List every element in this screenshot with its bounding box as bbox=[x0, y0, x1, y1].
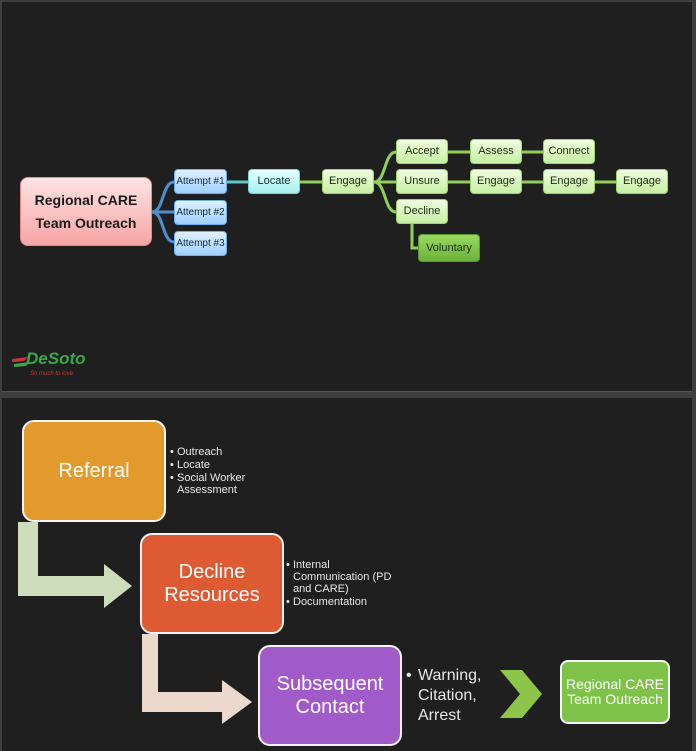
unsure-engage-1-node: Engage bbox=[470, 169, 522, 194]
bullet: Warning, Citation, Arrest bbox=[406, 666, 504, 726]
bullet: Social Worker Assessment bbox=[170, 472, 280, 496]
bullet: Locate bbox=[170, 459, 280, 471]
attempt-3-label: Attempt #3 bbox=[176, 237, 225, 249]
assess-node: Assess bbox=[470, 139, 522, 164]
unsure-label: Unsure bbox=[404, 175, 440, 188]
root-label: Regional CARE Team Outreach bbox=[34, 192, 138, 231]
bullet: Internal Communication (PD and CARE) bbox=[286, 559, 406, 595]
voluntary-label: Voluntary bbox=[426, 241, 472, 254]
engage-label: Engage bbox=[329, 175, 367, 188]
locate-node: Locate bbox=[248, 169, 300, 194]
referral-box: Referral bbox=[22, 420, 166, 522]
unsure-engage-3-label: Engage bbox=[623, 175, 661, 188]
bullet: Outreach bbox=[170, 446, 280, 458]
decline-resources-box: Decline Resources bbox=[140, 533, 284, 634]
decline-label: Decline bbox=[403, 205, 441, 218]
attempt-1-node: Attempt #1 bbox=[174, 169, 227, 194]
voluntary-node: Voluntary bbox=[418, 234, 480, 262]
attempt-2-node: Attempt #2 bbox=[174, 200, 227, 225]
accept-label: Accept bbox=[405, 145, 439, 158]
subsequent-contact-box: Subsequent Contact bbox=[258, 645, 402, 746]
unsure-engage-1-label: Engage bbox=[477, 175, 515, 188]
decline-bullets: Internal Communication (PD and CARE) Doc… bbox=[286, 559, 406, 609]
connect-node: Connect bbox=[543, 139, 595, 164]
connect-label: Connect bbox=[548, 145, 590, 158]
decline-resources-label: Decline Resources bbox=[164, 560, 260, 606]
logo-tagline: So much to love bbox=[30, 371, 74, 377]
engage-node: Engage bbox=[322, 169, 374, 194]
referral-label: Referral bbox=[58, 459, 130, 482]
unsure-engage-3-node: Engage bbox=[616, 169, 668, 194]
attempt-1-label: Attempt #1 bbox=[176, 175, 225, 187]
step-arrows bbox=[18, 522, 542, 724]
accept-node: Accept bbox=[396, 139, 448, 164]
root-node: Regional CARE Team Outreach bbox=[20, 177, 152, 246]
bullet: Documentation bbox=[286, 596, 406, 608]
attempt-3-node: Attempt #3 bbox=[174, 231, 227, 256]
process-slide: Referral Outreach Locate Social Worker A… bbox=[2, 398, 692, 751]
subsequent-bullets: Warning, Citation, Arrest bbox=[406, 666, 504, 727]
logo-word: DeSoto bbox=[26, 349, 86, 368]
referral-bullets: Outreach Locate Social Worker Assessment bbox=[170, 446, 280, 497]
locate-label: Locate bbox=[257, 175, 291, 188]
unsure-engage-2-node: Engage bbox=[543, 169, 595, 194]
outreach-flow-slide: Regional CARE Team Outreach Attempt #1 A… bbox=[2, 2, 692, 392]
flow-connectors bbox=[151, 150, 616, 250]
final-outreach-box: Regional CARE Team Outreach bbox=[560, 660, 670, 724]
decline-node: Decline bbox=[396, 199, 448, 224]
flag-icon bbox=[12, 357, 30, 367]
final-outreach-label: Regional CARE Team Outreach bbox=[565, 675, 665, 707]
unsure-node: Unsure bbox=[396, 169, 448, 194]
attempt-2-label: Attempt #2 bbox=[176, 206, 225, 218]
assess-label: Assess bbox=[478, 145, 514, 158]
unsure-engage-2-label: Engage bbox=[550, 175, 588, 188]
subsequent-contact-label: Subsequent Contact bbox=[276, 672, 384, 718]
